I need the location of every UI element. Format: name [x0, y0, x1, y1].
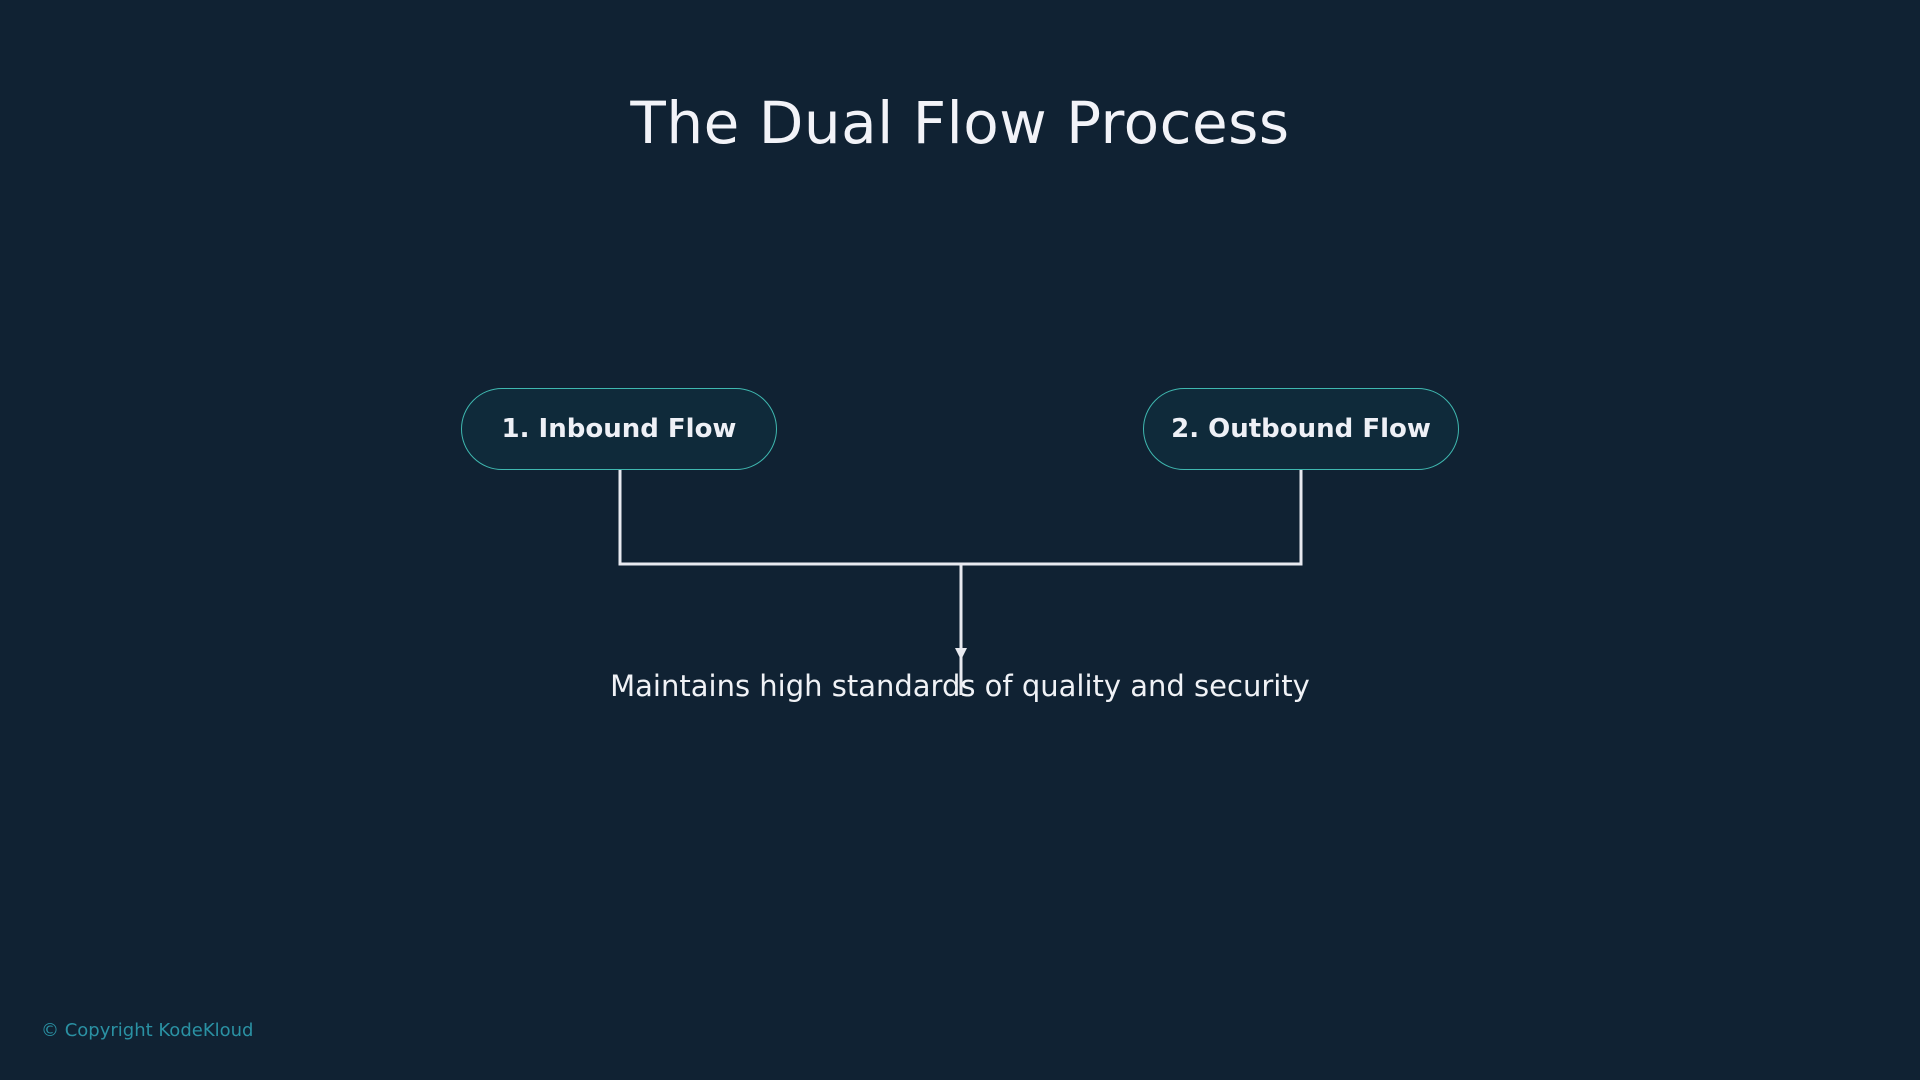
copyright-footer: © Copyright KodeKloud [41, 1020, 254, 1041]
outbound-flow-label: 2. Outbound Flow [1171, 414, 1431, 444]
inbound-flow-label: 1. Inbound Flow [501, 414, 737, 444]
outcome-text: Maintains high standards of quality and … [610, 669, 1310, 703]
outbound-flow-node: 2. Outbound Flow [1143, 388, 1459, 470]
arrowhead-icon [955, 648, 967, 660]
outbound-connector-line [961, 470, 1303, 566]
inbound-flow-node: 1. Inbound Flow [461, 388, 777, 470]
slide-title: The Dual Flow Process [630, 89, 1290, 157]
inbound-connector-line [618, 470, 961, 566]
